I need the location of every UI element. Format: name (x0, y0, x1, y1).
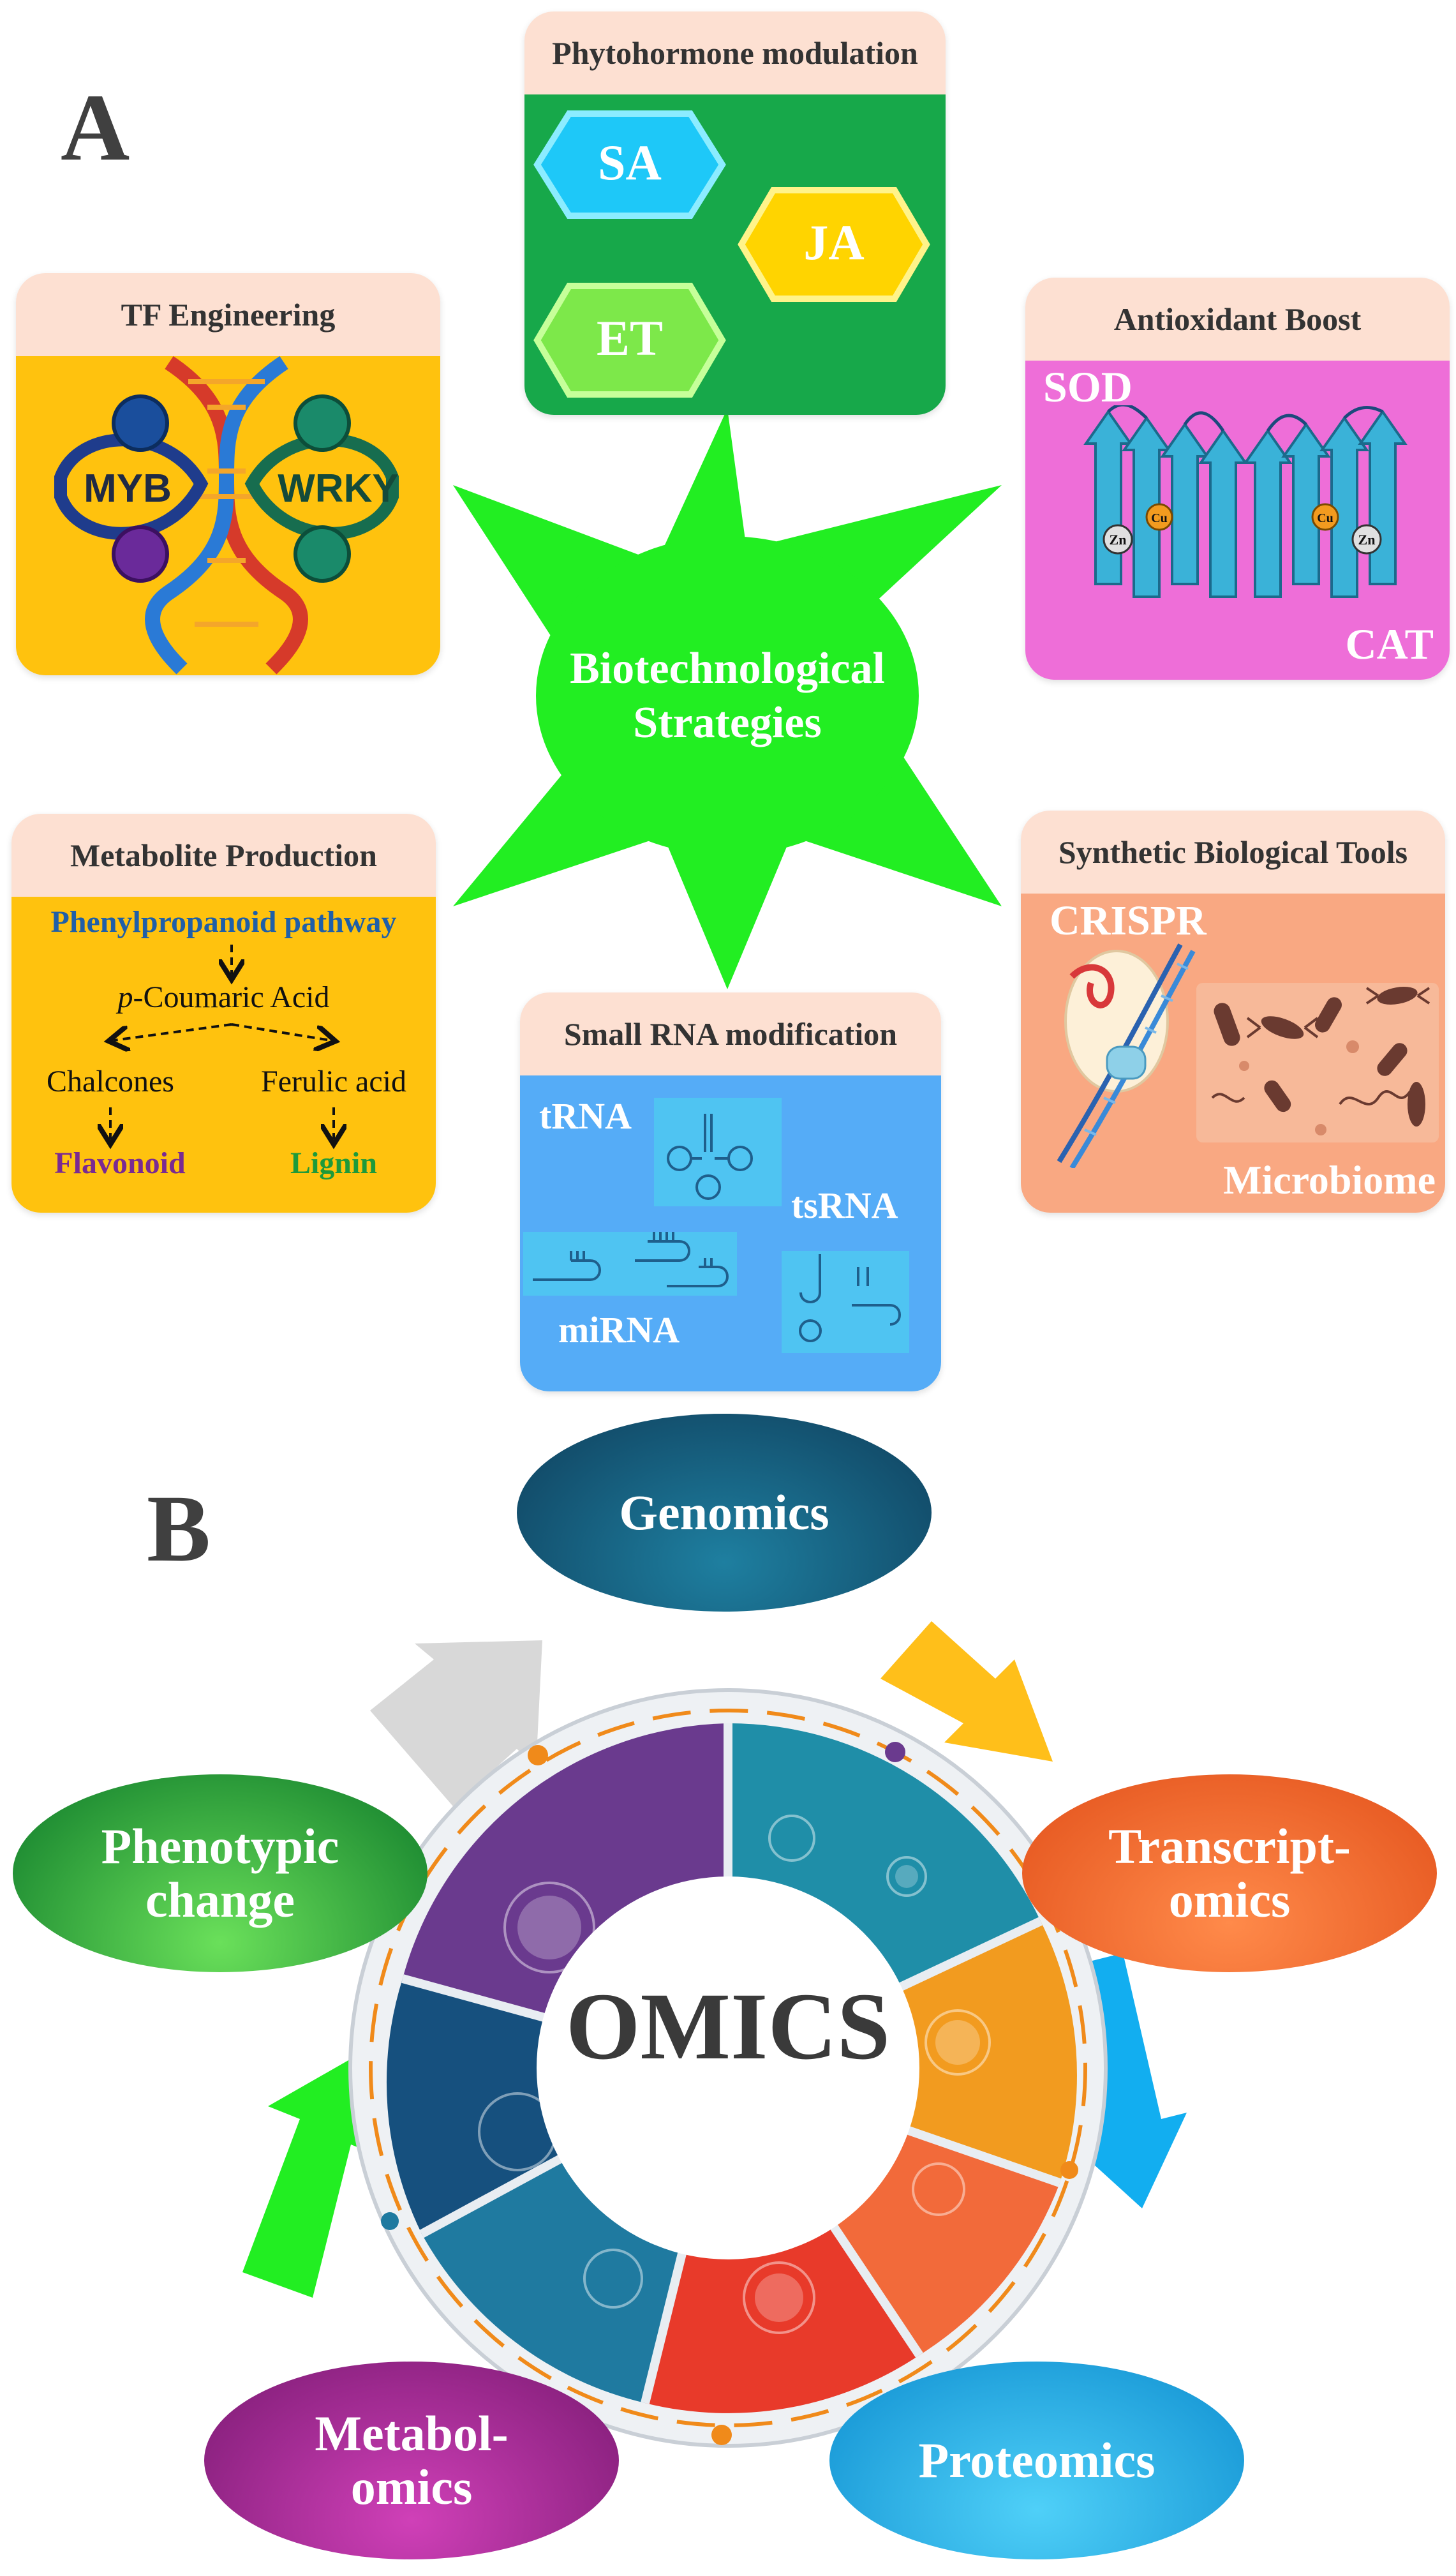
synthetic-tools-title: Synthetic Biological Tools (1021, 811, 1445, 894)
tf-engineering-body: MYB WRKY (16, 356, 440, 675)
center-title-line1: Biotechnological (570, 644, 885, 693)
small-rna-box: Small RNA modification tRNA tsRNA miRNA (520, 992, 941, 1391)
wheel-dots (381, 1742, 1078, 2445)
ja-label: JA (803, 214, 865, 270)
arrow-gold-icon (880, 1621, 1053, 1762)
pathway-arrows (11, 945, 436, 1213)
small-rna-body: tRNA tsRNA miRNA (520, 1075, 941, 1391)
cu-left-icon (1145, 503, 1173, 531)
lignin-label: Lignin (290, 1146, 378, 1180)
arrow-gray-icon (370, 1640, 542, 1806)
antioxidant-body: SOD Zn Cu Cu Zn (1025, 361, 1450, 680)
cu-left-label: Cu (1151, 511, 1168, 525)
synthetic-tools-body: CRISPR (1021, 894, 1445, 1213)
sa-hex (533, 110, 726, 219)
cu-right-label: Cu (1317, 511, 1333, 525)
metabolite-title: Metabolite Production (11, 814, 436, 897)
cu-right-icon (1311, 503, 1339, 531)
pathway-label: Phenylpropanoid pathway (50, 905, 397, 939)
metabolite-box: Metabolite Production Phenylpropanoid pa… (11, 814, 436, 1213)
zn-left-label: Zn (1110, 532, 1127, 548)
crispr-label: CRISPR (1050, 897, 1207, 944)
zn-left-icon (1103, 524, 1133, 555)
microbiome-label: Microbiome (1223, 1157, 1436, 1202)
coumaric-prefix: p (117, 980, 133, 1014)
enzyme-structure-icon: Zn Cu Cu Zn (1083, 405, 1408, 598)
microbiome-icon (1196, 983, 1439, 1142)
trna-label: tRNA (539, 1095, 632, 1137)
ja-hex (738, 187, 930, 302)
phenotypic-line1: Phenotypic (101, 1818, 339, 1874)
phytohormone-body: SA JA ET (524, 94, 946, 415)
zn-right-icon (1351, 524, 1382, 555)
transcriptomics-line2: omics (1168, 1872, 1291, 1928)
metabolomics-node: Metabol-omics (204, 2362, 619, 2559)
metabolomics-line2: omics (350, 2459, 473, 2515)
tf-engineering-box: TF Engineering MYB WRKY (16, 273, 440, 675)
star-core (536, 536, 919, 855)
genomics-node: Genomics (517, 1414, 932, 1612)
cat-label: CAT (1345, 620, 1434, 668)
myb-label: MYB (84, 467, 172, 511)
transcriptomics-node: Transcript-omics (1022, 1774, 1437, 1972)
flavonoid-label: Flavonoid (54, 1146, 186, 1180)
sod-label: SOD (1043, 363, 1133, 411)
zn-right-label: Zn (1358, 532, 1376, 548)
et-hex (533, 283, 726, 398)
center-title-line2: Strategies (633, 698, 822, 748)
center-title: Biotechnological Strategies (536, 641, 919, 751)
sa-label: SA (598, 135, 662, 190)
rna-structures-icon (523, 1098, 909, 1353)
panel-a-letter: A (61, 75, 130, 181)
transcriptomics-line1: Transcript- (1108, 1818, 1351, 1874)
phenotypic-line2: change (145, 1872, 295, 1928)
tf-engineering-title: TF Engineering (16, 273, 440, 356)
proteomics-node: Proteomics (829, 2362, 1244, 2559)
mirna-label: miRNA (558, 1309, 680, 1351)
metabolomics-line1: Metabol- (315, 2405, 509, 2461)
chalcones-label: Chalcones (47, 1065, 174, 1098)
crispr-icon (1057, 943, 1196, 1168)
coumaric-acid-label: p-Coumaric Acid (11, 980, 436, 1015)
panel-b-letter: B (147, 1476, 211, 1582)
metabolite-body: Phenylpropanoid pathway p-Coumaric Acid … (11, 897, 436, 1213)
wrky-label: WRKY (278, 467, 399, 511)
antioxidant-box: Antioxidant Boost SOD Zn Cu (1025, 278, 1450, 680)
phytohormone-box: Phytohormone modulation SA JA ET (524, 11, 946, 415)
omics-wheel (348, 1688, 1108, 2448)
tsrna-label: tsRNA (791, 1185, 898, 1226)
phytohormone-title: Phytohormone modulation (524, 11, 946, 94)
arrow-green-icon (242, 2055, 383, 2298)
central-star (453, 408, 1002, 989)
omics-center-label: OMICS (565, 1973, 891, 2079)
et-label: ET (596, 310, 664, 366)
coumaric-name: -Coumaric Acid (133, 980, 330, 1014)
synthetic-tools-box: Synthetic Biological Tools CRISPR (1021, 811, 1445, 1213)
dna-helix-icon (54, 356, 399, 675)
antioxidant-title: Antioxidant Boost (1025, 278, 1450, 361)
small-rna-title: Small RNA modification (520, 992, 941, 1075)
ferulic-acid-label: Ferulic acid (261, 1065, 406, 1098)
